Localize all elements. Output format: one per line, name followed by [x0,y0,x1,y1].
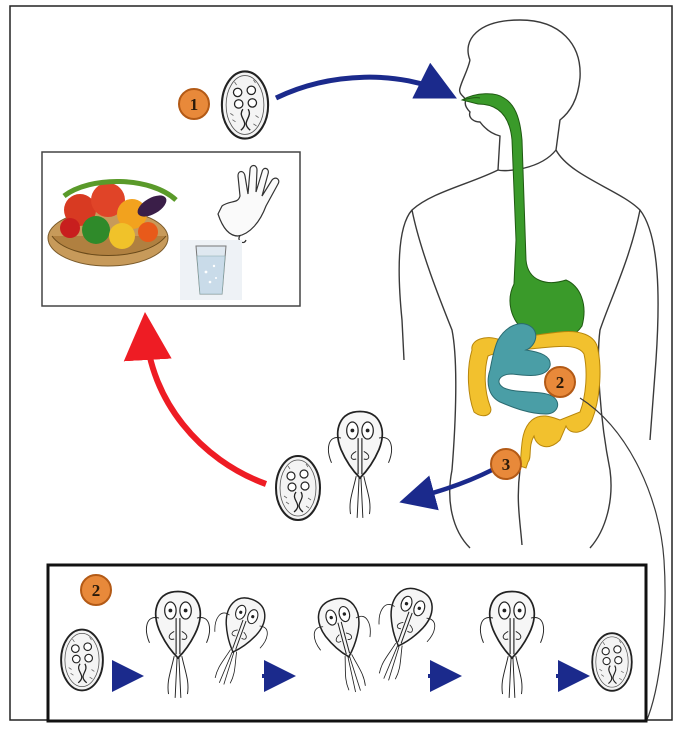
water-glass-image [180,240,242,300]
step-badge-2-body-label: 2 [556,373,565,392]
step-badge-2-panel-label: 2 [92,581,101,600]
trophozoite-excreted [328,412,391,518]
step-badge-3-label: 3 [502,455,511,474]
contamination-arrow [146,330,266,484]
cyst-excreted [276,456,320,520]
step-badge-3: 3 [491,449,521,479]
panel-cyst-start [61,630,103,691]
ingestion-arrow [276,77,448,98]
step-badge-1-label: 1 [190,95,199,114]
esophagus-stomach [462,94,584,341]
contamination-sources-panel [42,152,300,306]
step-badge-1: 1 [179,89,209,119]
panel-cyst-end [592,633,632,691]
cyst-ingested [222,71,268,138]
step-badge-2-panel: 2 [81,575,111,605]
replication-panel [48,565,646,721]
step-badge-2-body: 2 [545,367,575,397]
